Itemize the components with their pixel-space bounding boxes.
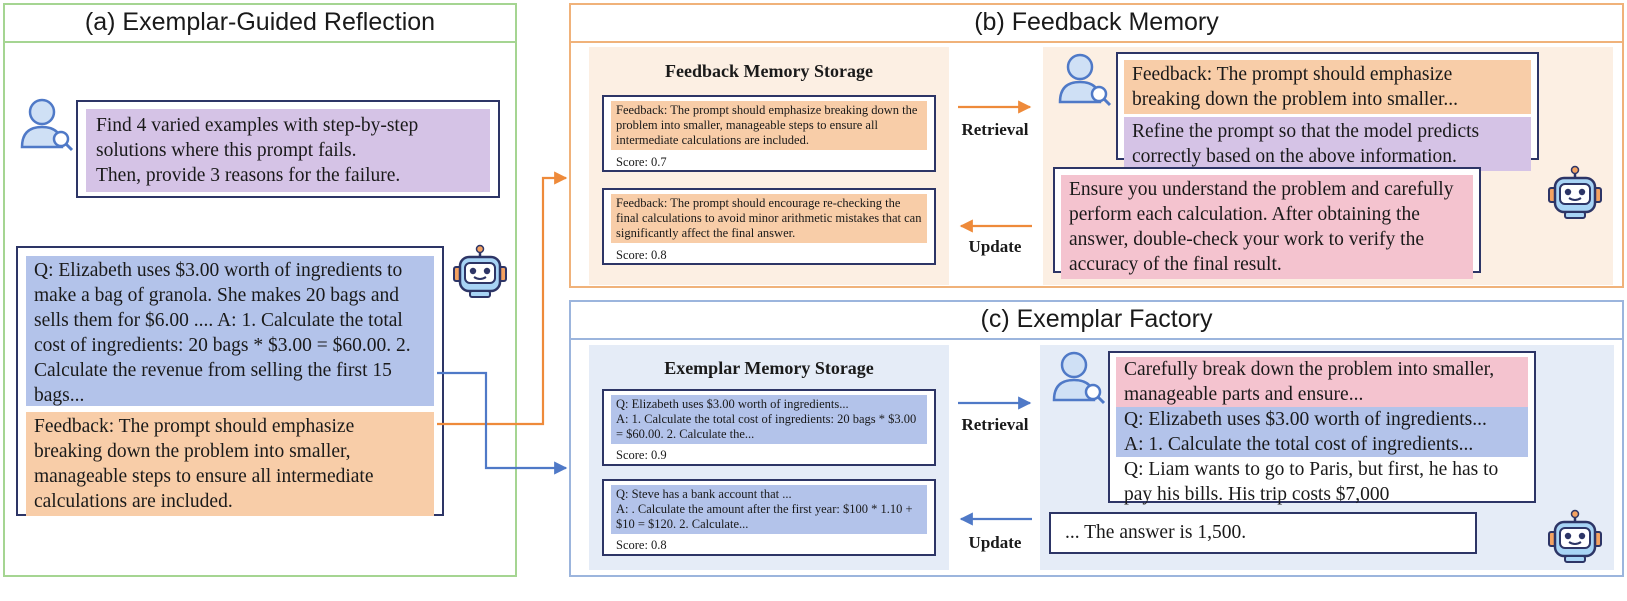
panel-b-title: (b) Feedback Memory xyxy=(571,5,1622,43)
reflection-output-box: Q: Elizabeth uses $3.00 worth of ingredi… xyxy=(16,246,444,516)
exemplar-item-score: Score: 0.9 xyxy=(616,448,667,462)
update-label: Update xyxy=(968,533,1022,552)
feedback-item-1: Feedback: The prompt should emphasize br… xyxy=(602,95,936,172)
exemplar-item-score: Score: 0.8 xyxy=(616,538,667,552)
feedback-response-box: Ensure you understand the problem and ca… xyxy=(1053,167,1481,279)
robot-icon xyxy=(1545,508,1605,568)
refined-prompt-text: Ensure you understand the problem and ca… xyxy=(1061,175,1473,279)
query-question-text: Q: Elizabeth uses $3.00 worth of ingredi… xyxy=(1116,407,1528,432)
exemplar-response-box: ... The answer is 1,500. xyxy=(1049,512,1477,554)
exemplar-storage-title: Exemplar Memory Storage xyxy=(664,358,874,378)
feedback-storage-title: Feedback Memory Storage xyxy=(665,61,873,81)
query-feedback-text: Feedback: The prompt should emphasize br… xyxy=(1124,60,1531,114)
robot-icon xyxy=(450,243,510,303)
retrieval-label: Retrieval xyxy=(961,415,1029,434)
panel-c-title: (c) Exemplar Factory xyxy=(571,302,1622,340)
feedback-item-text: Feedback: The prompt should emphasize br… xyxy=(611,101,927,150)
query-instruction-text: Refine the prompt so that the model pred… xyxy=(1124,117,1531,171)
exemplar-item-2: Q: Steve has a bank account that ... A: … xyxy=(602,479,936,556)
panel-a-title: (a) Exemplar-Guided Reflection xyxy=(5,5,515,43)
exemplar-item-text: Q: Steve has a bank account that ... A: … xyxy=(611,485,927,534)
answer-text: ... The answer is 1,500. xyxy=(1065,522,1247,543)
retrieval-label: Retrieval xyxy=(961,120,1029,139)
query-prompt-text: Carefully break down the problem into sm… xyxy=(1116,357,1528,407)
panel-exemplar-factory: (c) Exemplar Factory xyxy=(569,300,1624,577)
user-search-icon xyxy=(1055,50,1115,110)
query-answer-text: A: 1. Calculate the total cost of ingred… xyxy=(1116,432,1528,457)
user-search-icon xyxy=(1049,348,1109,408)
feedback-item-text: Feedback: The prompt should encourage re… xyxy=(611,194,927,243)
qa-example-text: Q: Elizabeth uses $3.00 worth of ingredi… xyxy=(26,256,434,406)
exemplar-item-1: Q: Elizabeth uses $3.00 worth of ingredi… xyxy=(602,389,936,466)
user-search-icon xyxy=(17,95,77,155)
feedback-item-2: Feedback: The prompt should encourage re… xyxy=(602,188,936,265)
panel-feedback-memory: (b) Feedback Memory xyxy=(569,3,1624,288)
user-prompt-box: Find 4 varied examples with step-by-step… xyxy=(76,100,500,198)
exemplar-query-box: Carefully break down the problem into sm… xyxy=(1108,351,1536,505)
update-label: Update xyxy=(968,237,1022,256)
query-new-question-text: Q: Liam wants to go to Paris, but first,… xyxy=(1124,459,1499,505)
feedback-item-score: Score: 0.7 xyxy=(616,155,667,169)
user-prompt-text: Find 4 varied examples with step-by-step… xyxy=(86,109,490,192)
robot-icon xyxy=(1545,164,1605,224)
feedback-query-box: Feedback: The prompt should emphasize br… xyxy=(1116,52,1539,171)
exemplar-memory-storage: Exemplar Memory Storage Q: Elizabeth use… xyxy=(589,345,949,570)
feedback-text: Feedback: The prompt should emphasize br… xyxy=(26,412,434,516)
exemplar-item-text: Q: Elizabeth uses $3.00 worth of ingredi… xyxy=(611,395,927,444)
feedback-memory-storage: Feedback Memory Storage Feedback: The pr… xyxy=(589,47,949,285)
feedback-item-score: Score: 0.8 xyxy=(616,248,667,262)
